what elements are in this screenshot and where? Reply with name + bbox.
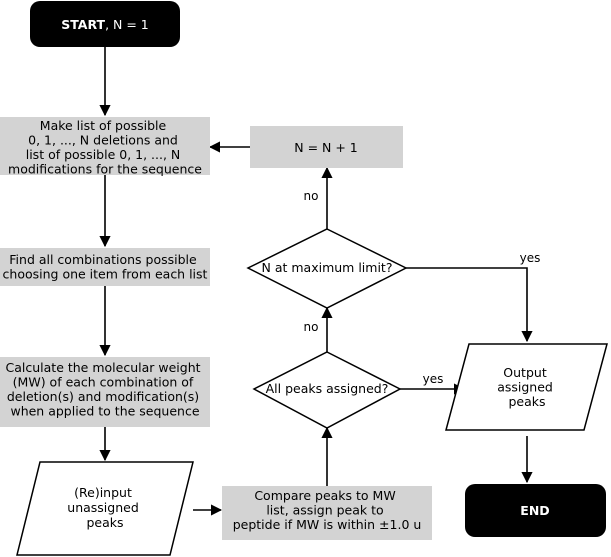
edge-max-yes-to-output <box>406 267 533 343</box>
node-make-list-label: Make list of possible 0, 1, ..., N delet… <box>8 118 202 177</box>
node-output-label: Output assigned peaks <box>497 365 557 409</box>
edge-label-assigned-no: no <box>304 320 319 334</box>
node-calc-mw: Calculate the molecular weight (MW) of e… <box>0 357 210 427</box>
node-all-assigned: All peaks assigned? <box>252 351 402 429</box>
node-reinput: (Re)input unassigned peaks <box>16 461 194 556</box>
node-compare: Compare peaks to MW list, assign peak to… <box>222 486 432 540</box>
edges <box>99 47 533 516</box>
node-reinput-label: (Re)input unassigned peaks <box>67 485 142 530</box>
edge-label-max-no: no <box>304 189 319 203</box>
node-find-combos-label: Find all combinations possible choosing … <box>3 252 208 282</box>
node-max-limit: N at maximum limit? <box>246 228 408 309</box>
node-all-assigned-label: All peaks assigned? <box>266 381 389 396</box>
node-increment: N = N + 1 <box>250 126 403 168</box>
edge-label-max-yes: yes <box>520 251 541 265</box>
node-start-label: START, N = 1 <box>61 17 149 32</box>
node-start: START, N = 1 <box>30 1 180 47</box>
node-find-combos: Find all combinations possible choosing … <box>0 248 210 286</box>
edge-label-assigned-yes: yes <box>423 372 444 386</box>
node-output: Output assigned peaks <box>445 343 608 431</box>
node-end-label: END <box>520 503 549 518</box>
node-end: END <box>465 484 606 537</box>
node-compare-label: Compare peaks to MW list, assign peak to… <box>233 488 422 532</box>
node-max-limit-label: N at maximum limit? <box>262 260 393 275</box>
node-make-list: Make list of possible 0, 1, ..., N delet… <box>0 117 210 177</box>
node-increment-label: N = N + 1 <box>294 140 358 155</box>
node-calc-mw-label: Calculate the molecular weight (MW) of e… <box>6 360 205 419</box>
